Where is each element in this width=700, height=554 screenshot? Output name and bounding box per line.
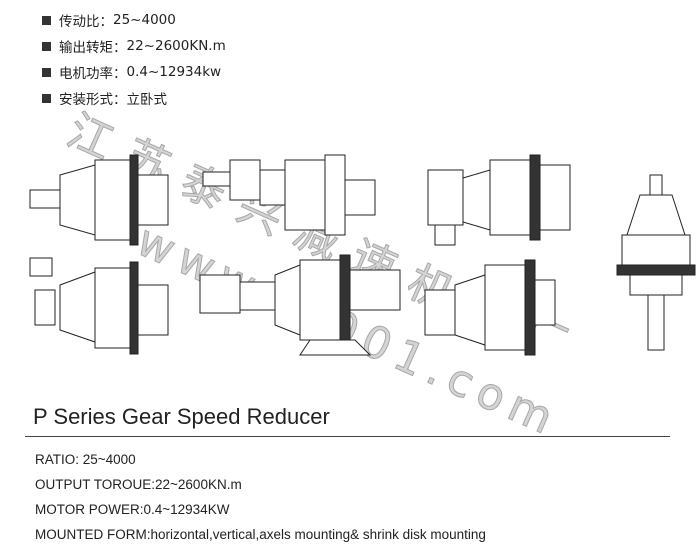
spec-value: 0.4~12934kw — [126, 64, 222, 80]
spec-value: 22~2600KN.m — [126, 38, 226, 54]
spec-value: 立卧式 — [126, 92, 168, 108]
cn-spec-ratio: 传动比：25~4000 — [42, 10, 176, 30]
gear-reducer-drawings — [29, 154, 696, 356]
bullet-square-icon — [42, 93, 51, 103]
spec-label: 电机功率： — [59, 66, 127, 82]
spec-label: 传动比： — [59, 14, 113, 30]
page-title: P Series Gear Speed Reducer — [33, 404, 330, 429]
reducer-drawing-1 — [29, 154, 169, 246]
spec-label: 安装形式： — [59, 92, 127, 108]
reducer-drawing-4 — [199, 254, 401, 356]
bullet-square-icon — [42, 15, 51, 25]
reducer-drawing-3 — [202, 154, 376, 236]
en-spec-ratio: RATIO: 25~4000 — [35, 452, 136, 467]
reducer-drawing-6 — [424, 259, 556, 356]
title-divider — [25, 436, 670, 437]
bullet-square-icon — [42, 67, 51, 77]
spec-value: 25~4000 — [113, 12, 176, 28]
cn-spec-mounting: 安装形式：立卧式 — [42, 88, 167, 108]
reducer-drawing-2 — [29, 257, 169, 355]
bullet-square-icon — [42, 41, 51, 51]
spec-label: 输出转矩： — [59, 40, 127, 56]
reducer-drawing-7 — [616, 174, 696, 351]
en-spec-mounting: MOUNTED FORM:horizontal,vertical,axels m… — [35, 527, 486, 542]
reducer-drawing-5 — [427, 154, 571, 246]
en-spec-torque: OUTPUT TOROUE:22~2600KN.m — [35, 477, 242, 492]
cn-spec-torque: 输出转矩：22~2600KN.m — [42, 36, 226, 56]
cn-spec-power: 电机功率：0.4~12934kw — [42, 62, 221, 82]
en-spec-power: MOTOR POWER:0.4~12934KW — [35, 502, 230, 517]
